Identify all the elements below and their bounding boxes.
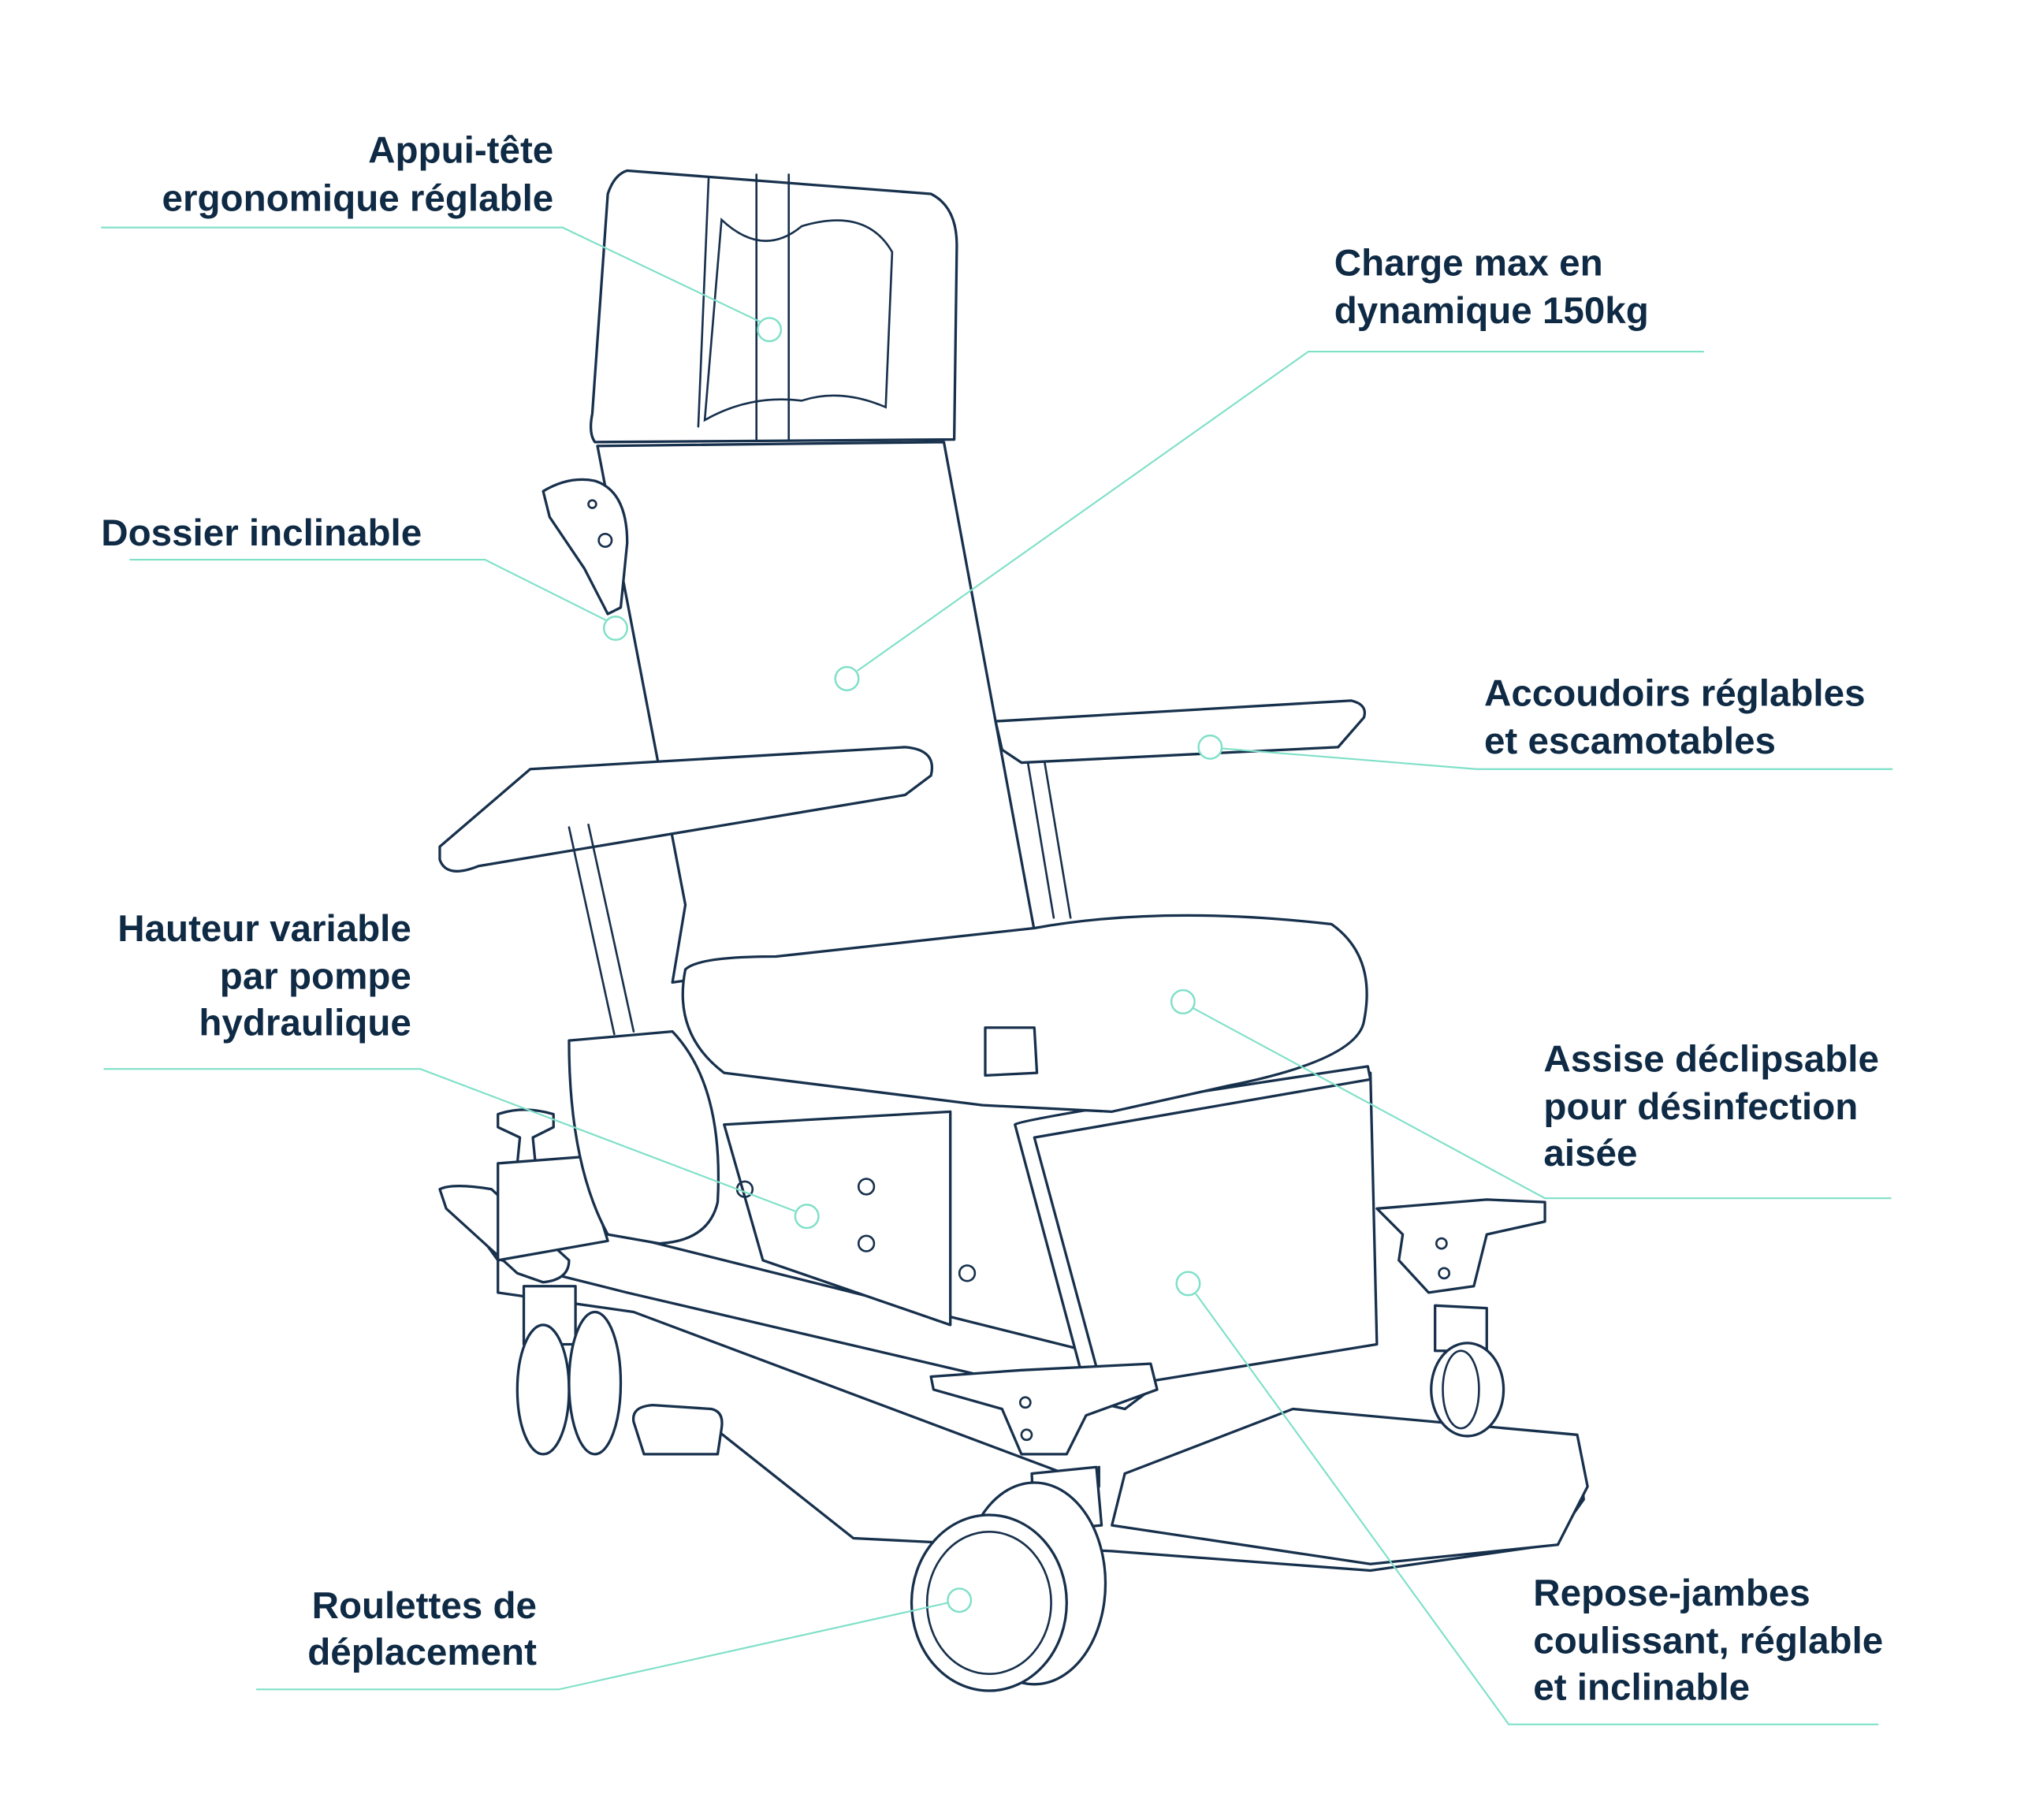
left-armrest — [438, 746, 933, 873]
pump-pedal — [631, 1403, 724, 1456]
callout-wheels: Roulettes de déplacement — [256, 1585, 973, 1691]
pump-body — [497, 1156, 609, 1262]
headrest-cushion — [703, 217, 894, 422]
marker-dot — [1170, 988, 1196, 1014]
marker-dot — [1175, 1271, 1201, 1297]
callout-seat-line-2: pour désinfection — [1543, 1086, 1858, 1128]
leader-line — [101, 226, 761, 323]
right-armrest — [994, 699, 1366, 765]
callout-height: Hauteur variable par pompe hydraulique — [103, 908, 820, 1230]
leader-line — [129, 559, 607, 622]
height-housing — [568, 1030, 720, 1245]
callout-armrests: Accoudoirs réglables et escamotables — [1197, 672, 1893, 770]
callout-height-line-1: Hauteur variable — [117, 908, 411, 950]
leader-line — [857, 350, 1704, 672]
marker-dot — [947, 1587, 973, 1613]
callout-legrest: Repose-jambes coulissant, réglable et in… — [1175, 1271, 1883, 1725]
recline-lever — [541, 478, 629, 616]
leader-line — [1221, 747, 1893, 770]
leader-line — [256, 1602, 948, 1691]
pump-knob — [497, 1108, 555, 1165]
callout-load: Charge max en dynamique 150kg — [834, 242, 1704, 691]
callout-load-line-1: Charge max en — [1334, 242, 1603, 284]
callout-legrest-line-1: Repose-jambes — [1533, 1572, 1810, 1614]
leader-line — [1193, 1007, 1892, 1200]
marker-dot — [1197, 734, 1223, 760]
marker-dot — [757, 317, 783, 343]
callout-backrest: Dossier inclinable — [101, 512, 628, 641]
callout-seat-line-1: Assise déclipsable — [1543, 1038, 1879, 1080]
callout-height-line-3: hydraulique — [199, 1003, 411, 1044]
callout-headrest-line-2: ergonomique réglable — [162, 177, 554, 219]
callout-wheels-line-2: déplacement — [307, 1632, 537, 1673]
backrest — [596, 441, 1036, 984]
callout-load-line-2: dynamique 150kg — [1334, 290, 1649, 332]
marker-dot — [834, 665, 860, 691]
marker-dot — [794, 1204, 820, 1230]
leader-line — [1195, 1293, 1879, 1725]
left-rear-wheel — [515, 1323, 571, 1456]
callout-backrest-line-1: Dossier inclinable — [101, 512, 422, 554]
seat-cushion — [681, 914, 1368, 1113]
footrest — [1111, 1407, 1589, 1565]
callout-seat: Assise déclipsable pour désinfection ais… — [1170, 988, 1892, 1200]
callout-headrest-line-1: Appui-tête — [368, 130, 553, 172]
callout-seat-line-3: aisée — [1543, 1133, 1637, 1174]
marker-dot — [602, 616, 628, 641]
callout-height-line-2: par pompe — [220, 956, 411, 998]
right-handle — [1375, 1198, 1546, 1294]
front-handle — [929, 1362, 1159, 1456]
base-left-rail — [497, 1259, 1100, 1488]
column — [723, 1110, 952, 1327]
headrest — [589, 169, 958, 444]
callout-legrest-line-2: coulissant, réglable — [1533, 1620, 1883, 1662]
callout-armrests-line-1: Accoudoirs réglables — [1484, 672, 1866, 714]
left-rear-wheel-2 — [568, 1310, 623, 1456]
callout-legrest-line-3: et inclinable — [1533, 1666, 1750, 1708]
callout-wheels-line-1: Roulettes de — [312, 1585, 537, 1627]
front-wheel — [910, 1513, 1068, 1692]
seat-latch — [984, 1026, 1039, 1077]
callout-headrest: Appui-tête ergonomique réglable — [101, 130, 783, 343]
chair-illustration — [438, 169, 1589, 1692]
leader-line — [103, 1068, 796, 1212]
right-rear-wheel — [1430, 1342, 1505, 1438]
callout-armrests-line-2: et escamotables — [1484, 720, 1776, 762]
